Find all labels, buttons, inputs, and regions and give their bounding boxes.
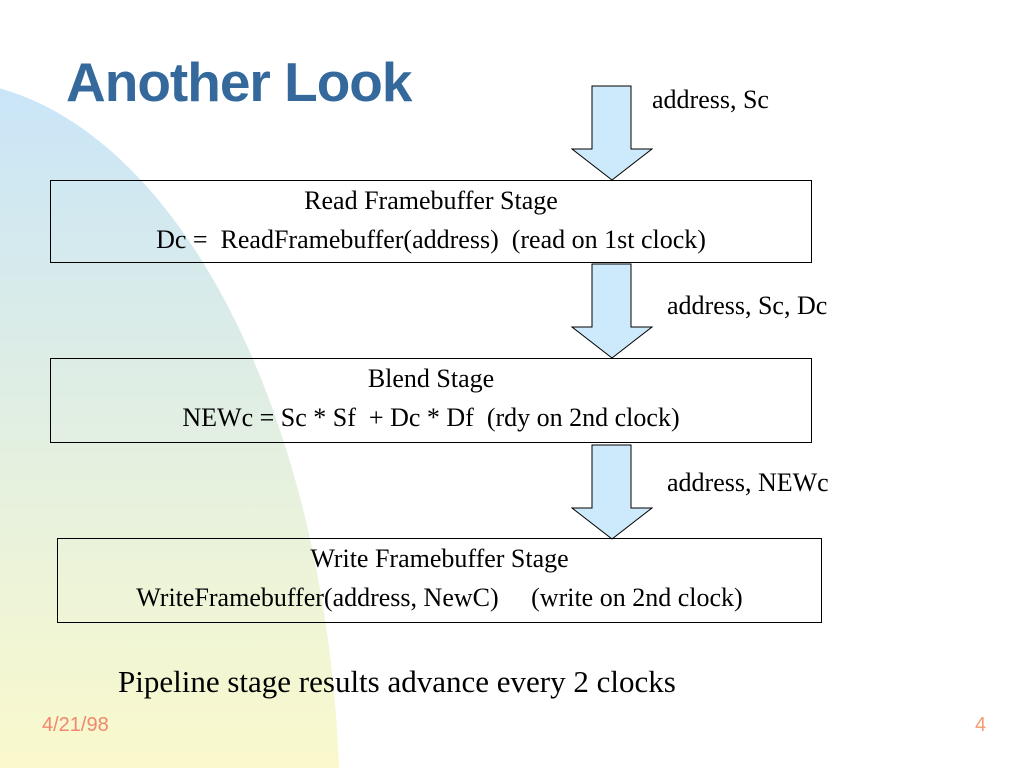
down-arrow-icon <box>571 263 653 359</box>
footer-page-number: 4 <box>975 714 987 736</box>
arrow-label-address-sc: address, Sc <box>652 85 769 114</box>
stage-detail: Dc = ReadFramebuffer(address) (read on 1… <box>156 224 706 254</box>
down-arrow-shape <box>571 263 653 359</box>
stage-box-blend: Blend Stage NEWc = Sc * Sf + Dc * Df (rd… <box>50 358 812 443</box>
stage-name: Write Framebuffer Stage <box>310 544 569 573</box>
down-arrow-icon <box>571 444 653 540</box>
down-arrow-shape <box>571 85 653 181</box>
down-arrow-icon <box>571 85 653 181</box>
stage-name: Blend Stage <box>367 364 495 393</box>
arrow-label-address-sc-dc: address, Sc, Dc <box>667 291 828 320</box>
down-arrow-shape <box>571 444 653 540</box>
stage-box-read-framebuffer: Read Framebuffer Stage Dc = ReadFramebuf… <box>50 180 812 263</box>
stage-name: Read Framebuffer Stage <box>304 186 558 215</box>
footer-date: 4/21/98 <box>42 714 109 736</box>
arrow-label-address-newc: address, NEWc <box>667 468 829 497</box>
stage-detail: WriteFramebuffer(address, NewC) (write o… <box>136 582 743 612</box>
stage-box-write-framebuffer: Write Framebuffer Stage WriteFramebuffer… <box>57 538 822 623</box>
slide-title: Another Look <box>66 51 412 113</box>
stage-detail: NEWc = Sc * Sf + Dc * Df (rdy on 2nd clo… <box>182 402 680 432</box>
summary-text: Pipeline stage results advance every 2 c… <box>118 664 676 699</box>
gradient-ellipse-shape <box>0 88 339 768</box>
